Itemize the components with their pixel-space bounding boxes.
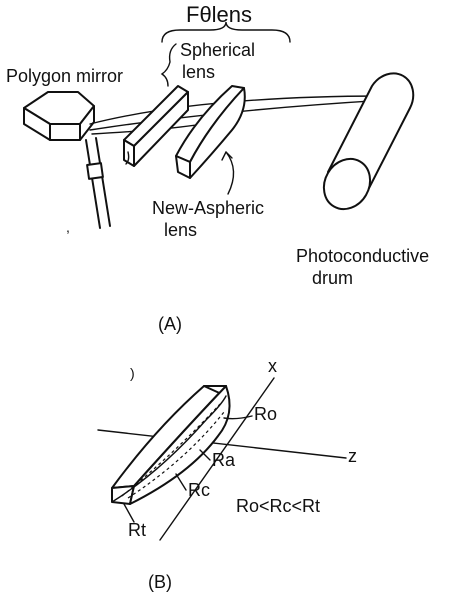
spherical-brace [160, 43, 177, 87]
spherical-lens-label-1: Spherical [180, 40, 255, 60]
photoconductive-drum [322, 72, 415, 211]
x-axis-label: x [268, 356, 277, 376]
r-c-label: Rc [188, 480, 210, 500]
mirror-shaft [85, 137, 111, 229]
r-t-label: Rt [128, 520, 146, 540]
new-aspheric-lens [175, 85, 246, 179]
aspheric-lens-3d [111, 385, 231, 505]
panel-b: x z Ro Ra Rc Rt Ro<Rc<Rt ) [97, 356, 357, 592]
aspheric-pointer [225, 151, 235, 195]
z-axis-label: z [348, 446, 357, 466]
x-axis [159, 377, 275, 541]
panel-a: Fθlens Spherical lens Polygon mirror [6, 2, 429, 334]
ftheta-lens-label: Fθlens [186, 2, 252, 27]
photoconductive-label-2: drum [312, 268, 353, 288]
stray-paren: ) [130, 365, 135, 381]
spherical-lens [123, 85, 189, 167]
new-aspheric-label-2: lens [164, 220, 197, 240]
r-o-label: Ro [254, 404, 277, 424]
r-o-leader [223, 415, 253, 420]
radius-relation: Ro<Rc<Rt [236, 496, 320, 516]
ftheta-brace [161, 21, 291, 43]
stray-mark: , [66, 219, 70, 235]
r-c-leader [175, 473, 187, 491]
z-axis [97, 429, 347, 459]
r-t-leader [123, 503, 135, 523]
panel-a-label: (A) [158, 314, 182, 334]
polygon-mirror [23, 91, 95, 141]
panel-b-label: (B) [148, 572, 172, 592]
r-a-label: Ra [212, 450, 236, 470]
polygon-mirror-label: Polygon mirror [6, 66, 123, 86]
spherical-lens-label-2: lens [182, 62, 215, 82]
photoconductive-label-1: Photoconductive [296, 246, 429, 266]
r-a-leader [199, 449, 211, 461]
new-aspheric-label-1: New-Aspheric [152, 198, 264, 218]
